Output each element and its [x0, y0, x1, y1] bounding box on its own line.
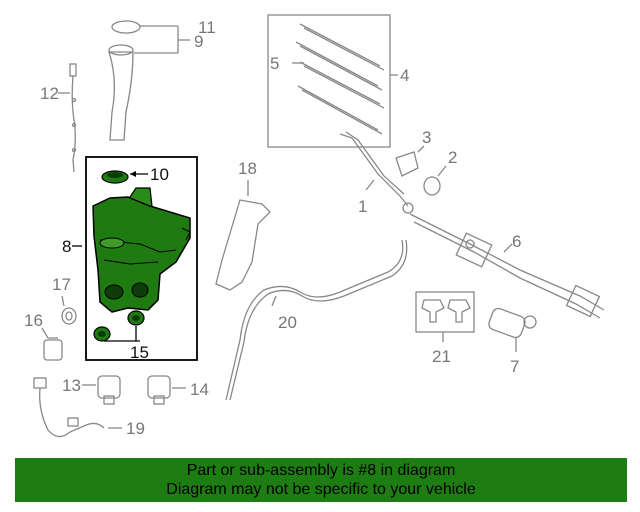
callout-15: 15	[130, 343, 149, 362]
wiper-linkage-part-6	[409, 213, 605, 319]
hose-part-20	[225, 239, 408, 401]
callout-10: 10	[150, 165, 169, 184]
callout-19: 19	[126, 419, 145, 438]
nut-cap-part-2	[423, 165, 447, 196]
callout-2: 2	[448, 148, 457, 167]
callout-6: 6	[512, 232, 521, 251]
wiper-motor-part-7	[488, 307, 537, 352]
grommet-part-10	[101, 170, 148, 184]
callout-3: 3	[422, 128, 431, 147]
highlight-box-part-8	[85, 156, 198, 361]
level-sensor-part-12	[58, 63, 77, 173]
banner-line-2: Diagram may not be specific to your vehi…	[166, 481, 476, 498]
callout-1: 1	[358, 197, 367, 216]
callout-21: 21	[432, 347, 451, 366]
grommet-part-17	[61, 295, 77, 325]
callout-9: 9	[194, 32, 203, 51]
wiper-arm-part-1	[339, 131, 414, 214]
banner-line-1: Part or sub-assembly is #8 in diagram	[186, 462, 456, 479]
callout-7: 7	[510, 357, 519, 376]
notice-banner: Part or sub-assembly is #8 in diagram Di…	[15, 458, 627, 502]
callout-5: 5	[270, 54, 279, 73]
pump-part-14	[147, 375, 186, 405]
bracket-part-18	[215, 180, 271, 291]
callout-16: 16	[24, 311, 43, 330]
callout-11: 11	[198, 18, 216, 37]
callout-13: 13	[62, 376, 81, 395]
hose-harness-part-19	[33, 377, 122, 438]
washer-pump-part-16	[41, 327, 63, 361]
washer-nozzles-part-21	[415, 291, 475, 342]
filler-cap-part-11	[111, 20, 141, 34]
callout-8: 8	[62, 237, 71, 256]
callout-17: 17	[52, 275, 71, 294]
pump-part-13	[82, 375, 121, 405]
grommets-part-15	[93, 310, 145, 342]
filler-neck-assembly	[108, 20, 190, 141]
wiper-blades-part-4-5	[267, 14, 398, 148]
filler-neck-part-9	[108, 51, 134, 141]
exploded-parts-diagram: 11 9 12 10 8 17 16 15 13 14 19 18 20 5 4…	[24, 14, 605, 438]
callout-14: 14	[190, 380, 209, 399]
callout-20: 20	[278, 313, 297, 332]
washer-reservoir-part-8	[72, 187, 191, 313]
cap-part-3	[395, 145, 425, 177]
callout-18: 18	[238, 159, 257, 178]
callout-4: 4	[400, 66, 409, 85]
callout-12: 12	[40, 84, 59, 103]
